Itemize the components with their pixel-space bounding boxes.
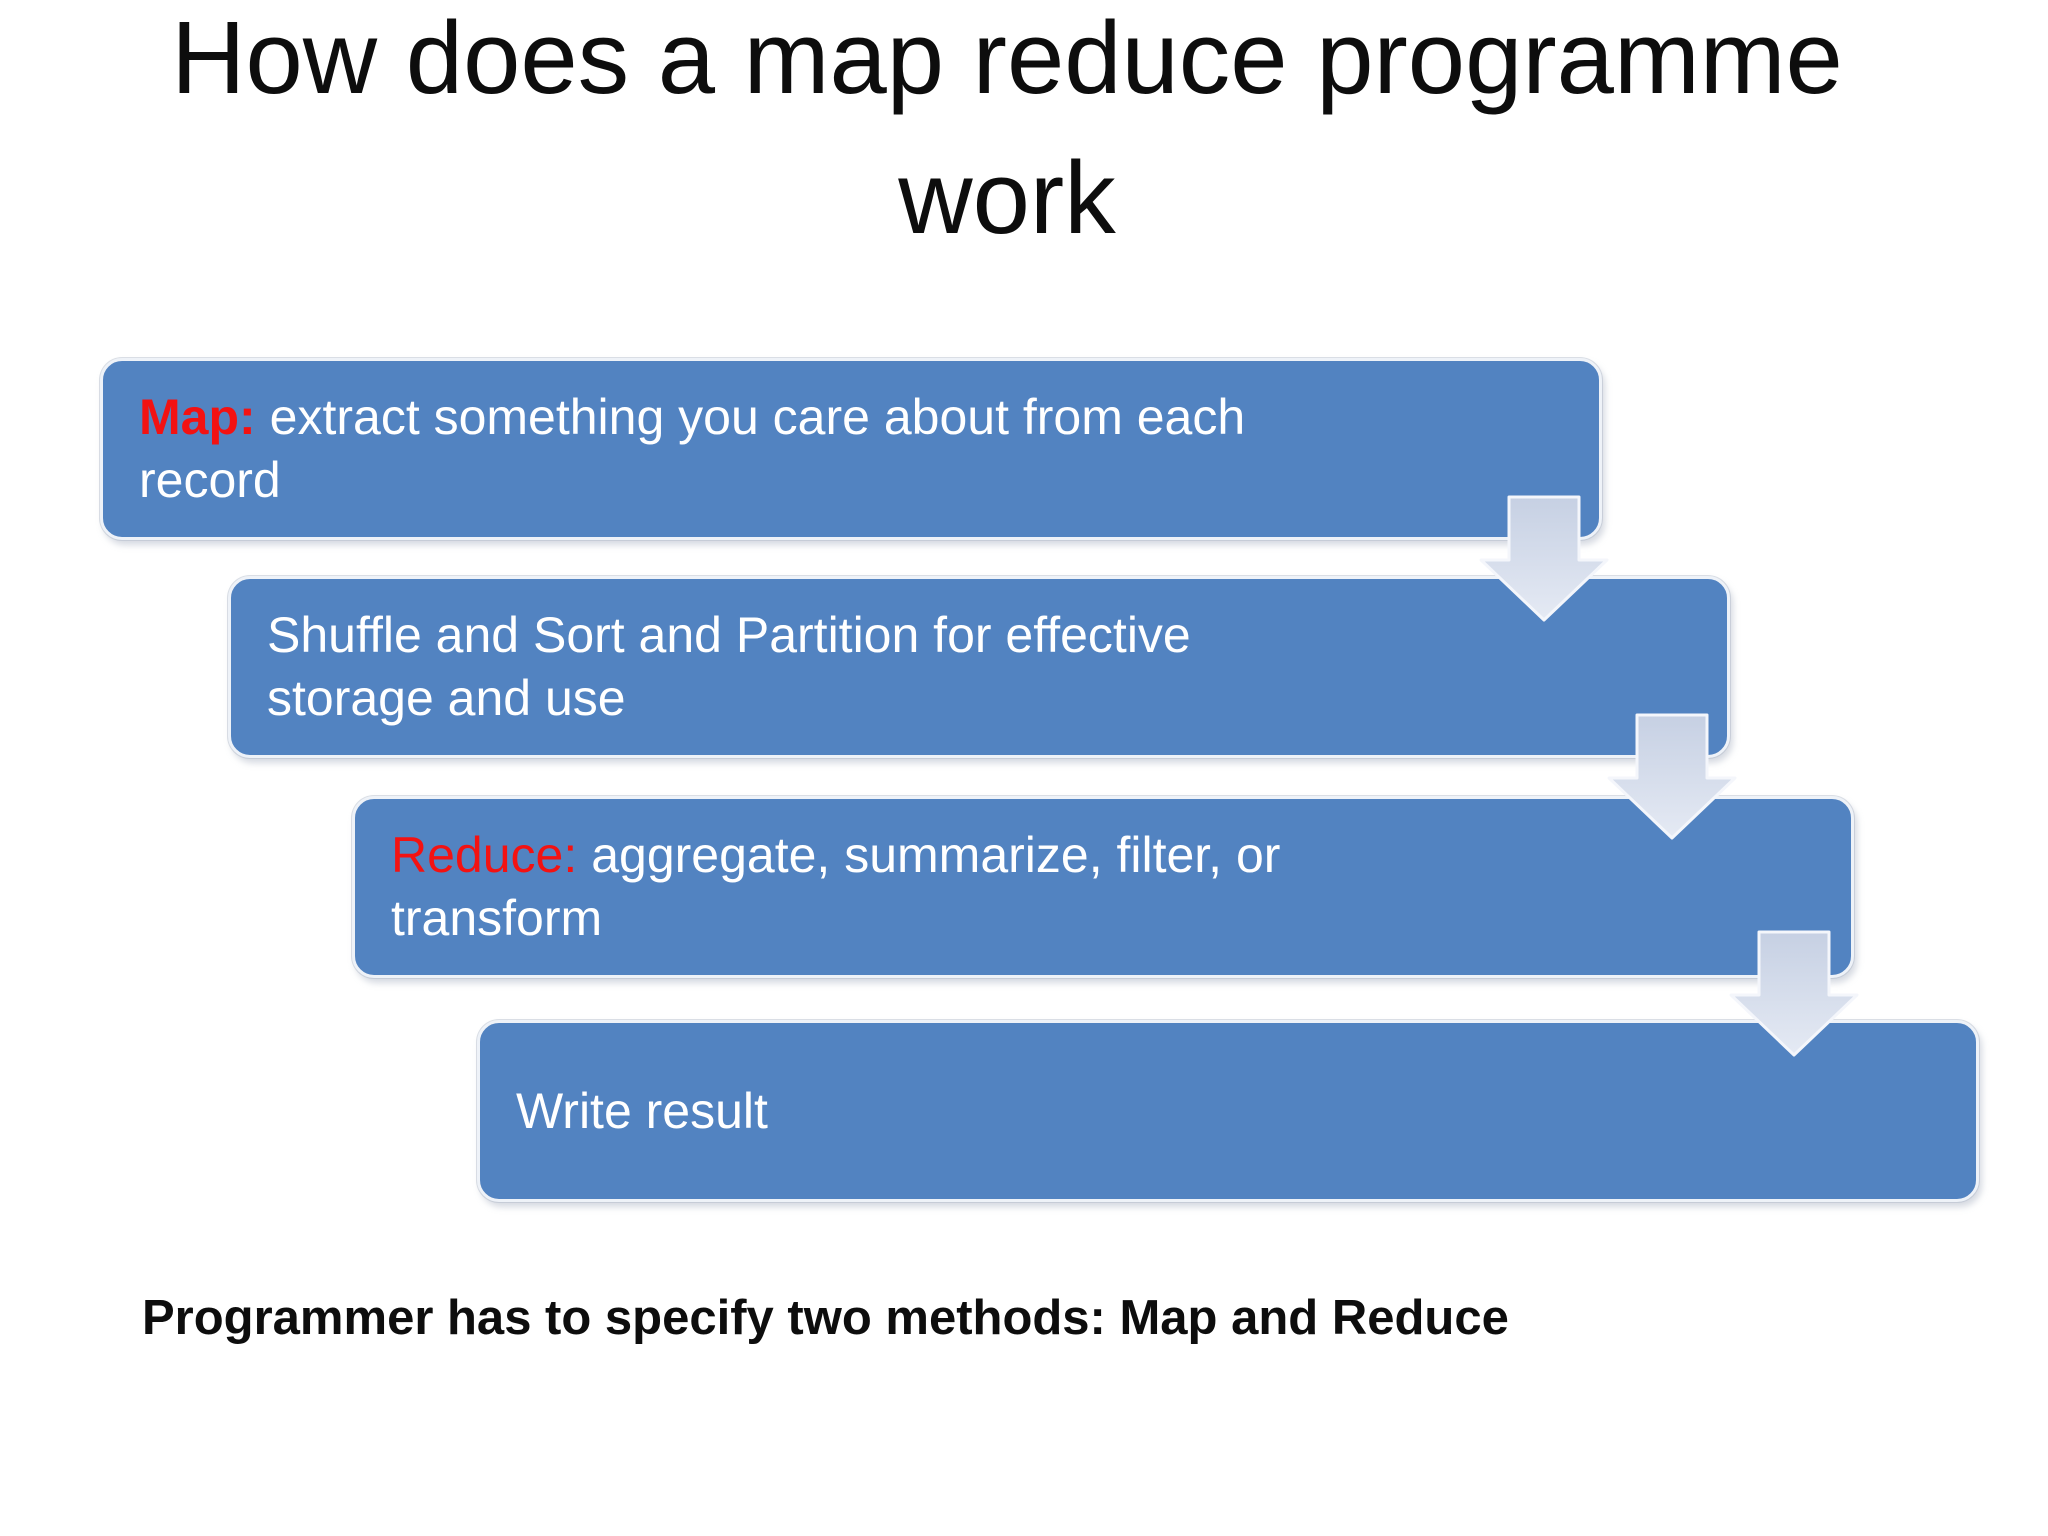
process-step-shuffle-sort: Shuffle and Sort and Partition for effec…	[228, 576, 1730, 758]
step-text-reduce-line2: transform	[391, 890, 603, 946]
step-text-line: transform	[391, 887, 1811, 950]
slide-title-line1: How does a map reduce programme	[171, 0, 1843, 115]
step-text-line: storage and use	[267, 667, 1687, 730]
step-text-reduce-line1: aggregate, summarize, filter, or	[591, 827, 1281, 883]
process-step-write-result: Write result	[477, 1020, 1979, 1202]
slide-title-line2: work	[898, 140, 1116, 256]
step-text-line: Write result	[516, 1080, 1936, 1143]
slide-title: How does a map reduce programme work	[0, 0, 2014, 268]
step-text-line: Shuffle and Sort and Partition for effec…	[267, 604, 1687, 667]
slide-caption: Programmer has to specify two methods: M…	[142, 1291, 1509, 1345]
step-label-reduce: Reduce:	[391, 827, 578, 883]
down-arrow-icon	[1479, 495, 1609, 622]
process-step-reduce: Reduce:aggregate, summarize, filter, or …	[352, 796, 1854, 978]
step-text-line: Map:extract something you care about fro…	[139, 386, 1559, 449]
step-text-write-line1: Write result	[516, 1082, 768, 1139]
process-step-map: Map:extract something you care about fro…	[100, 358, 1602, 540]
down-arrow-icon	[1729, 930, 1859, 1057]
step-text-shuffle-line1: Shuffle and Sort and Partition for effec…	[267, 607, 1191, 663]
down-arrow-icon	[1607, 713, 1737, 840]
step-text-line: Reduce:aggregate, summarize, filter, or	[391, 824, 1811, 887]
step-text-shuffle-line2: storage and use	[267, 670, 626, 726]
step-text-map-line1: extract something you care about from ea…	[269, 389, 1246, 445]
step-text-line: record	[139, 449, 1559, 512]
step-text-map-line2: record	[139, 452, 281, 508]
step-label-map: Map:	[139, 389, 256, 445]
